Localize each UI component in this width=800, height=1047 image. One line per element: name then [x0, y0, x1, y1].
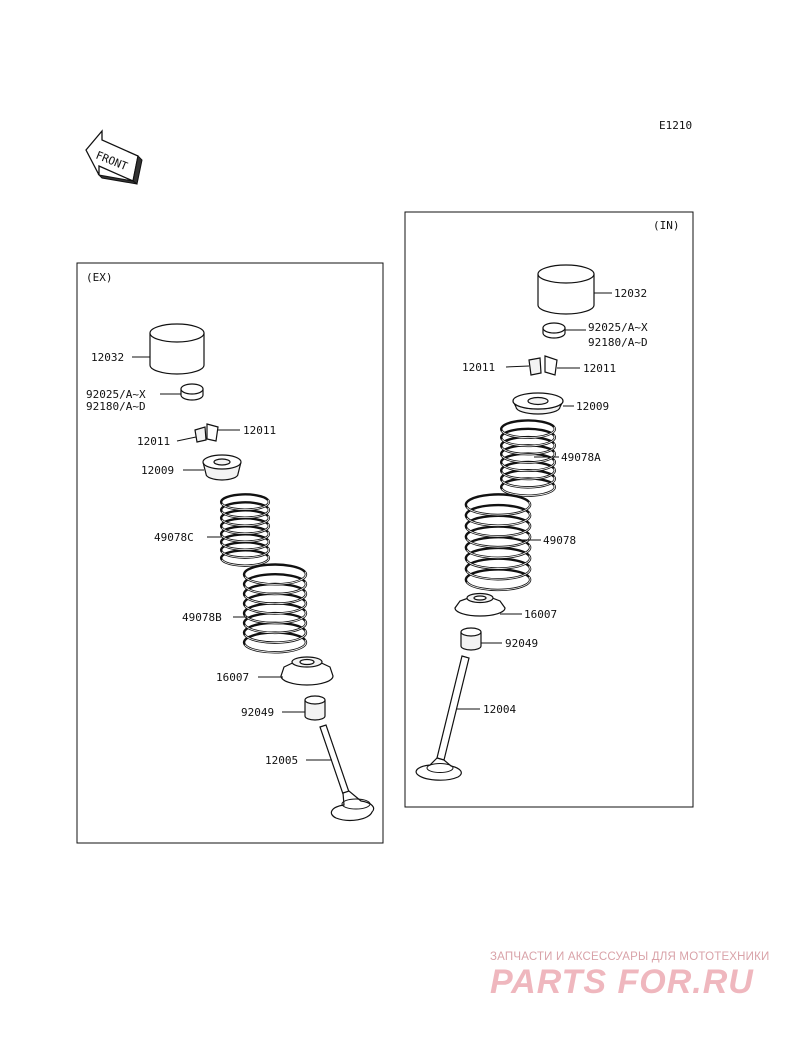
in-retainer	[512, 392, 564, 415]
in-spring-outer-label: 49078	[543, 534, 576, 547]
ex-retainer-label: 12009	[141, 464, 174, 477]
ex-shim-alt-label: 92180/A~D	[86, 400, 146, 413]
in-cotter-right-label: 12011	[583, 362, 616, 375]
in-spring-inner-label: 49078A	[561, 451, 601, 464]
diagram-code: E1210	[659, 119, 692, 132]
in-shim	[542, 322, 566, 339]
watermark-tagline: ЗАПЧАСТИ И АКСЕССУАРЫ ДЛЯ МОТОТЕХНИКИ	[490, 951, 770, 963]
ex-shim	[180, 383, 204, 401]
ex-retainer	[202, 454, 242, 481]
ex-tappet	[149, 323, 205, 375]
in-valve-label: 12004	[483, 703, 516, 716]
ex-spring-seat-label: 16007	[216, 671, 249, 684]
ex-tappet-label: 12032	[91, 351, 124, 364]
in-stem-seal	[460, 627, 482, 651]
in-frame	[404, 211, 694, 808]
ex-spring-outer	[242, 563, 308, 654]
front-arrow-icon: FRONT	[85, 129, 143, 185]
in-shim-label: 92025/A~X	[588, 321, 648, 334]
in-tappet-label: 12032	[614, 287, 647, 300]
ex-cotters	[194, 423, 219, 443]
ex-cotter-right-label: 12011	[243, 424, 276, 437]
in-stem-seal-label: 92049	[505, 637, 538, 650]
ex-shim-label: 92025/A~X	[86, 388, 146, 401]
in-valve	[415, 655, 470, 781]
ex-spring-seat	[280, 656, 334, 686]
ex-spring-outer-label: 49078B	[182, 611, 222, 624]
ex-title: (EX)	[86, 271, 113, 284]
in-spring-outer	[464, 493, 532, 592]
in-spring-seat-label: 16007	[524, 608, 557, 621]
ex-cotter-left-label: 12011	[137, 435, 170, 448]
in-spring-inner	[500, 419, 556, 497]
in-title: (IN)	[653, 219, 680, 232]
in-cotters	[528, 355, 558, 376]
in-spring-seat	[454, 592, 506, 617]
in-retainer-label: 12009	[576, 400, 609, 413]
in-shim-alt-label: 92180/A~D	[588, 336, 648, 349]
ex-frame	[76, 262, 384, 844]
ex-spring-inner-label: 49078C	[154, 531, 194, 544]
ex-valve	[319, 724, 375, 821]
watermark-logo: PARTS FOR.RU	[490, 963, 754, 1001]
ex-stem-seal-label: 92049	[241, 706, 274, 719]
ex-valve-label: 12005	[265, 754, 298, 767]
ex-section: (EX) 12032 92025/A~X 92180/A~D 12011 120…	[76, 262, 384, 844]
in-section: (IN) 12032 92025/A~X 92180/A~D 12011 120…	[404, 211, 694, 808]
in-tappet	[537, 264, 595, 315]
ex-spring-inner	[220, 493, 270, 567]
in-cotter-left-label: 12011	[462, 361, 495, 374]
ex-stem-seal	[304, 695, 326, 721]
